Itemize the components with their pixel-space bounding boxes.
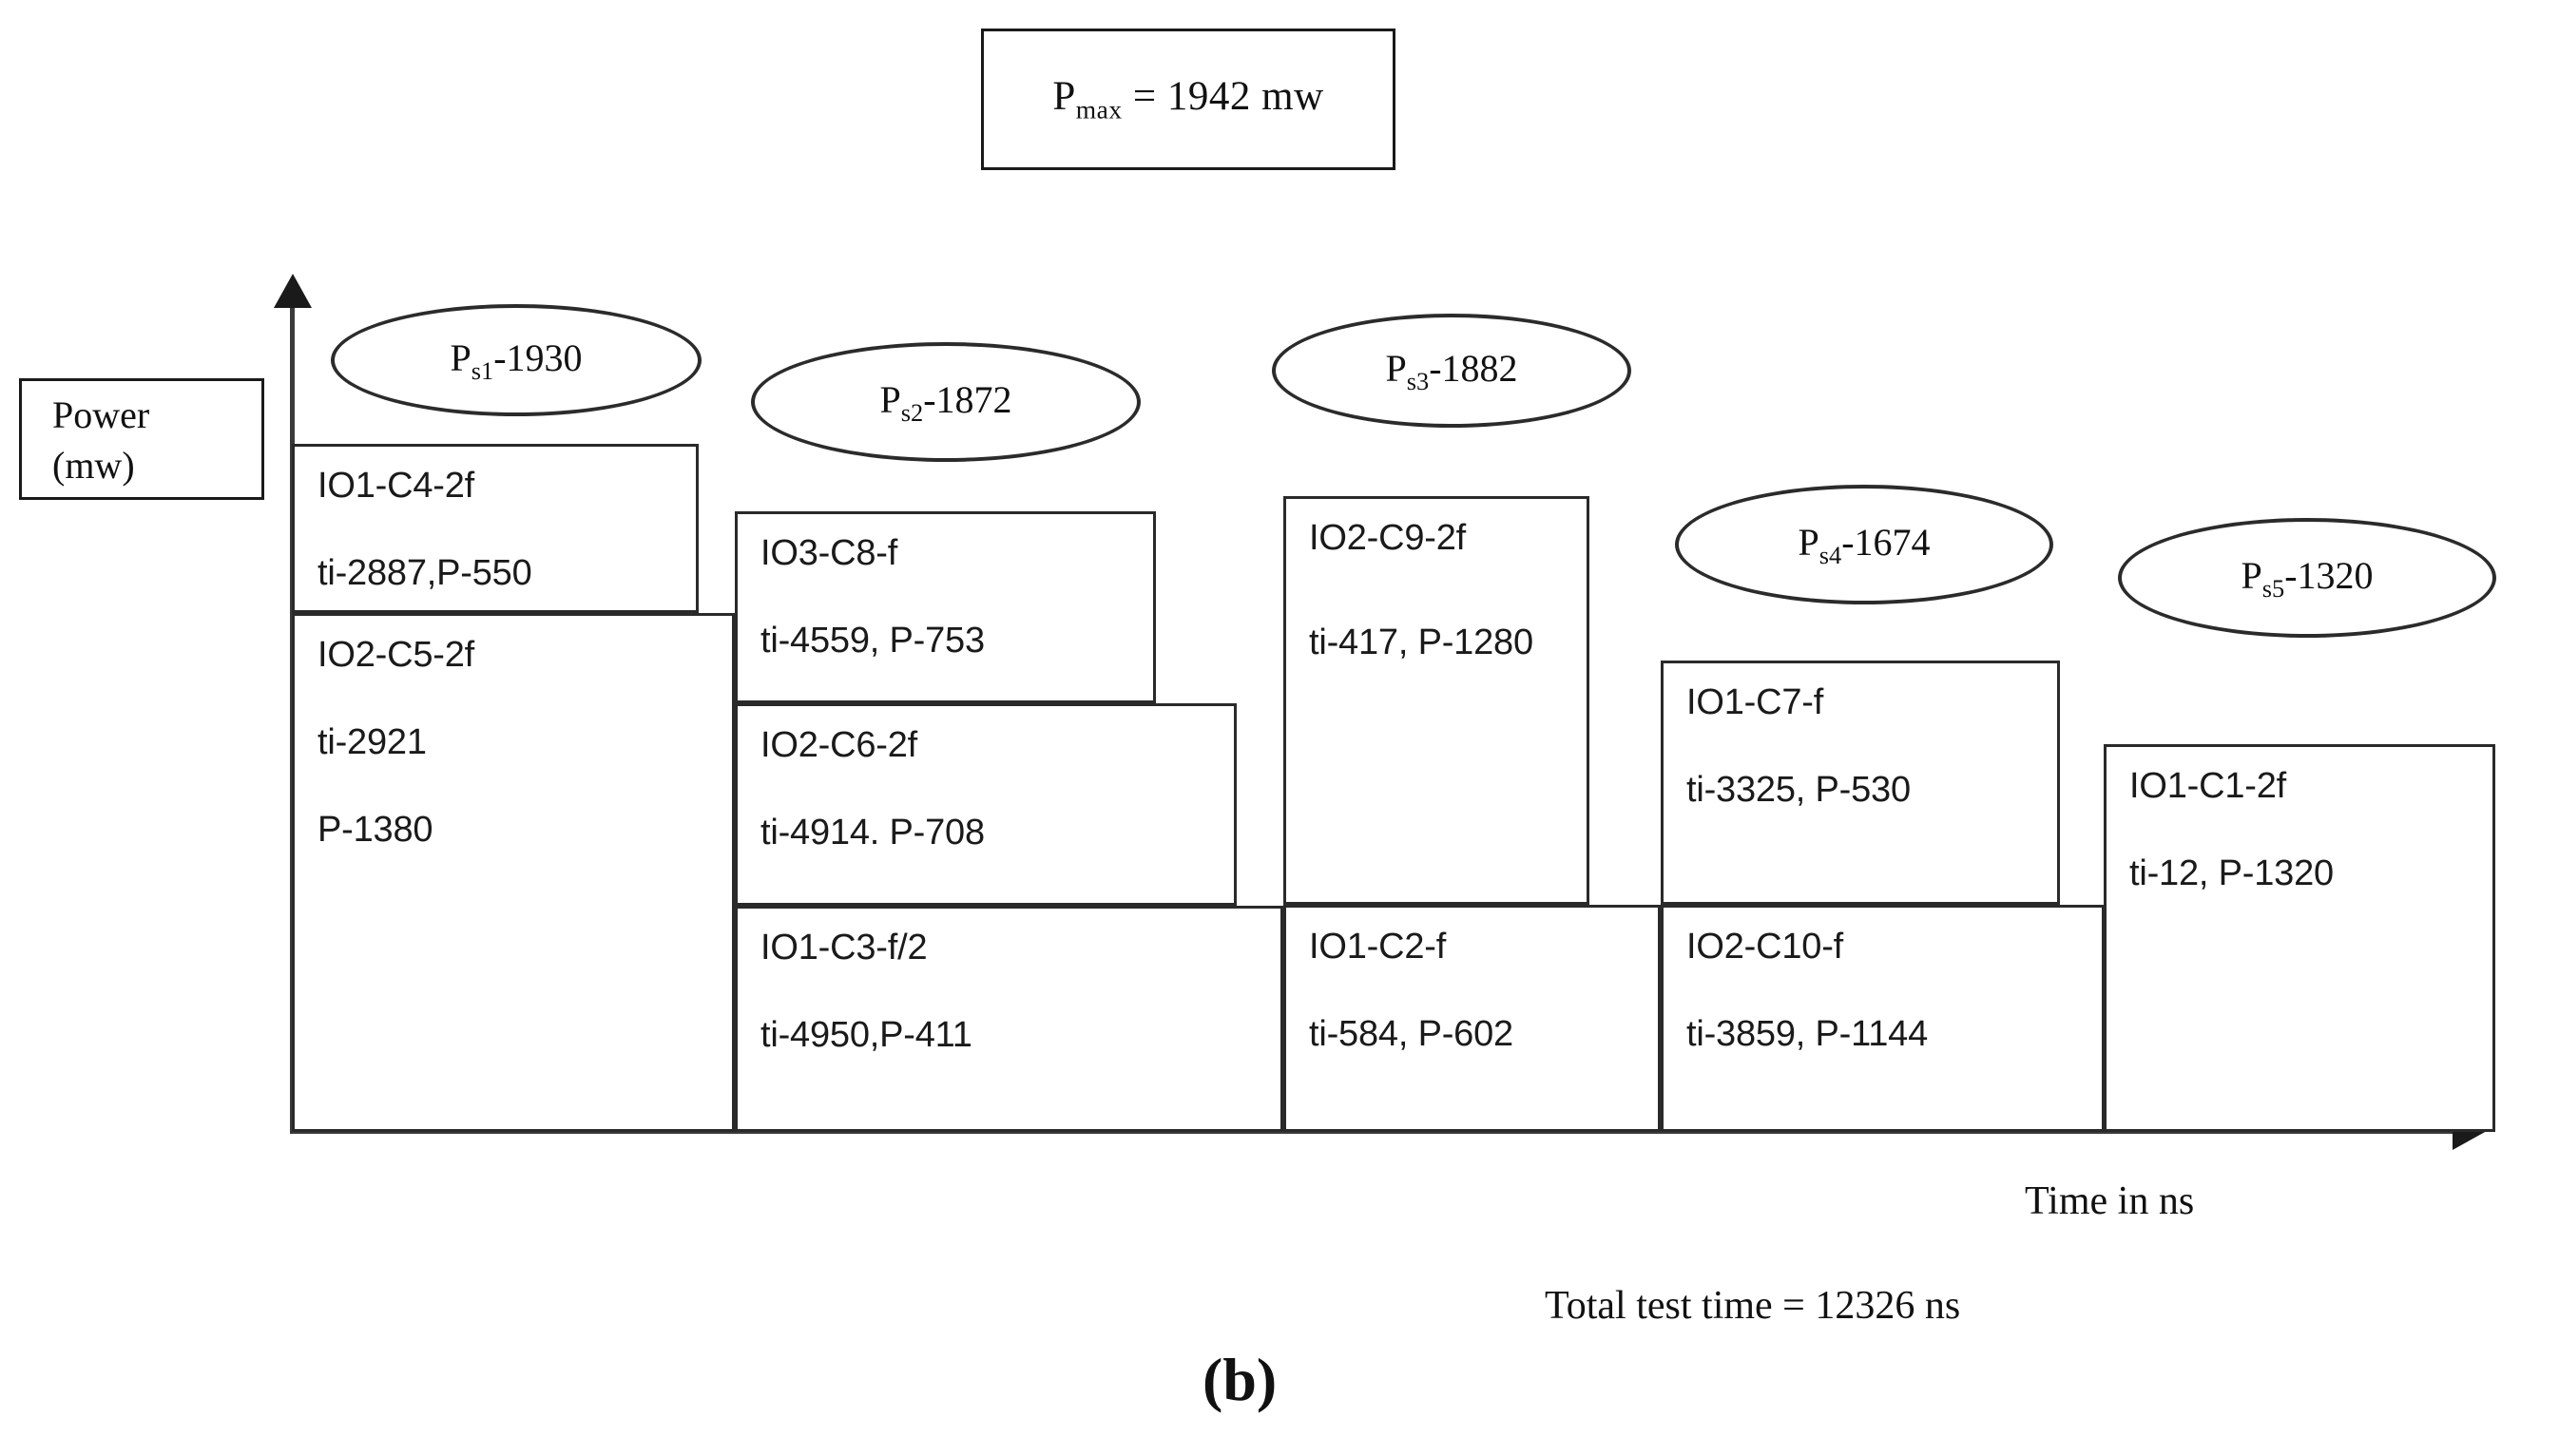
task-block-id: IO1-C3-f/2	[760, 928, 928, 967]
task-block-id: IO2-C5-2f	[317, 635, 475, 675]
total-test-time-label: Total test time = 12326 ns	[1545, 1284, 1961, 1328]
power-axis-legend-box: Power (mw)	[19, 378, 264, 500]
session-peak-label-3: Ps3-1882	[1385, 346, 1518, 395]
task-block-time: ti-2921	[317, 722, 427, 762]
task-block-io1-c3-f2[interactable]: IO1-C3-f/2 ti-4950,P-411	[735, 906, 1283, 1132]
task-block-metrics: ti-417, P-1280	[1309, 623, 1533, 662]
task-block-power: P-1380	[317, 810, 433, 850]
task-block-io2-c5-2f[interactable]: IO2-C5-2f ti-2921 P-1380	[292, 613, 735, 1132]
task-block-id: IO3-C8-f	[760, 533, 898, 573]
session-peak-label-2: Ps2-1872	[879, 377, 1012, 427]
task-block-metrics: ti-584, P-602	[1309, 1014, 1513, 1054]
task-block-metrics: ti-2887,P-550	[317, 553, 532, 593]
session-peak-ellipse-2: Ps2-1872	[751, 342, 1141, 462]
task-block-id: IO2-C6-2f	[760, 725, 918, 765]
session-peak-label-4: Ps4-1674	[1798, 520, 1931, 569]
task-block-metrics: ti-4914. P-708	[760, 813, 985, 853]
task-block-io2-c10-f[interactable]: IO2-C10-f ti-3859, P-1144	[1661, 905, 2105, 1132]
session-peak-ellipse-5: Ps5-1320	[2118, 518, 2496, 638]
task-block-metrics: ti-3859, P-1144	[1686, 1014, 1929, 1054]
task-block-id: IO1-C7-f	[1686, 682, 1824, 722]
task-block-id: IO1-C4-2f	[317, 466, 475, 506]
task-block-io2-c9-2f[interactable]: IO2-C9-2f ti-417, P-1280	[1283, 496, 1589, 905]
task-block-io1-c7-f[interactable]: IO1-C7-f ti-3325, P-530	[1661, 661, 2060, 905]
session-peak-ellipse-1: Ps1-1930	[331, 304, 702, 416]
session-peak-ellipse-4: Ps4-1674	[1675, 485, 2053, 604]
task-block-id: IO1-C1-2f	[2129, 766, 2287, 806]
task-block-io3-c8-f[interactable]: IO3-C8-f ti-4559, P-753	[735, 511, 1156, 703]
power-axis-unit-line2: (mw)	[52, 443, 135, 487]
task-block-id: IO1-C2-f	[1309, 927, 1447, 967]
task-block-metrics: ti-4559, P-753	[760, 621, 985, 661]
session-peak-label-5: Ps5-1320	[2241, 553, 2374, 603]
task-block-io1-c2-f[interactable]: IO1-C2-f ti-584, P-602	[1283, 905, 1661, 1132]
y-axis-arrow-icon	[274, 274, 312, 308]
task-block-id: IO2-C9-2f	[1309, 518, 1467, 558]
session-peak-ellipse-3: Ps3-1882	[1272, 314, 1631, 428]
x-axis-label: Time in ns	[2025, 1179, 2195, 1223]
power-axis-label-line1: Power	[52, 393, 150, 436]
task-block-io2-c6-2f[interactable]: IO2-C6-2f ti-4914. P-708	[735, 703, 1237, 906]
task-block-metrics: ti-12, P-1320	[2129, 853, 2334, 893]
pmax-box: Pmax = 1942 mw	[981, 29, 1395, 170]
task-block-io1-c4-2f[interactable]: IO1-C4-2f ti-2887,P-550	[292, 444, 699, 613]
task-block-id: IO2-C10-f	[1686, 927, 1844, 967]
task-block-io1-c1-2f[interactable]: IO1-C1-2f ti-12, P-1320	[2104, 744, 2495, 1132]
task-block-metrics: ti-3325, P-530	[1686, 770, 1911, 810]
task-block-metrics: ti-4950,P-411	[760, 1015, 972, 1055]
session-peak-label-1: Ps1-1930	[450, 335, 583, 385]
figure-caption-label: (b)	[1203, 1346, 1278, 1413]
pmax-label: Pmax = 1942 mw	[1052, 74, 1324, 125]
